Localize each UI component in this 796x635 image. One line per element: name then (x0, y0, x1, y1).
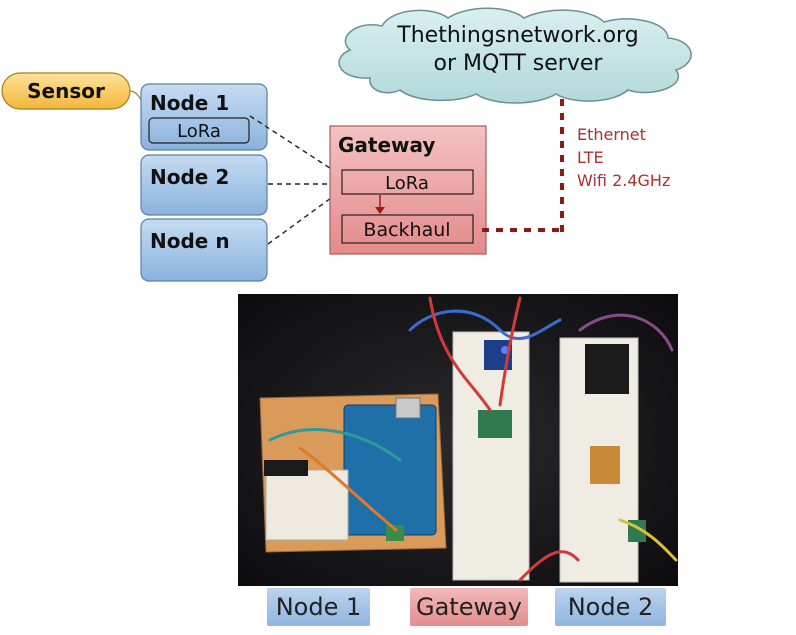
node-2-mcu (585, 344, 629, 394)
wire-red (428, 296, 492, 412)
photo-gateway (452, 331, 530, 581)
cloud: Thethingsnetwork.org or MQTT server (338, 7, 692, 104)
node-2-lora-module (590, 446, 620, 484)
node-n-label: Node n (150, 229, 230, 253)
cloud-line1: Thethingsnetwork.org (396, 23, 638, 48)
node-1-lora-box (148, 117, 250, 144)
usb-port (395, 397, 421, 419)
node-1-module (264, 460, 308, 476)
hardware-photo (238, 294, 678, 586)
wire-orange (298, 446, 398, 532)
gateway-backhaul-label: Backhaul (363, 219, 450, 241)
wire-red-3 (518, 550, 580, 582)
gateway-box: Gateway LoRa Backhaul (329, 125, 487, 255)
sensor-box: Sensor (1, 72, 131, 110)
gateway-lora-module (478, 410, 512, 438)
link-ethernet: Ethernet (577, 125, 646, 144)
wire-red-2 (498, 296, 522, 407)
wire-purple (578, 313, 674, 352)
gateway-lora-box (341, 169, 474, 195)
wire-blue (408, 309, 562, 341)
wire-yellow (618, 518, 678, 562)
photo-label-gateway: Gateway (410, 588, 528, 626)
photo-node-2 (559, 337, 646, 583)
gateway-breadboard (452, 331, 530, 581)
node-1-breadboard (265, 469, 349, 541)
gateway-title: Gateway (338, 133, 435, 157)
internal-arrow-head (375, 207, 385, 214)
photo-label-node-1: Node 1 (267, 588, 370, 626)
gateway-lora-label: LoRa (385, 173, 429, 194)
gateway-backhaul-box (341, 214, 474, 244)
node-n-box: Node n (140, 218, 268, 282)
link-node-1 (249, 115, 343, 177)
gateway-led (501, 346, 509, 354)
arduino-board (343, 404, 437, 536)
node-2-label: Node 2 (150, 165, 229, 189)
photo-wires (268, 296, 678, 582)
link-types: Ethernet LTE Wifi 2.4GHz (577, 125, 670, 190)
link-lte: LTE (577, 148, 604, 167)
node-1-label: Node 1 (150, 91, 229, 115)
link-wifi: Wifi 2.4GHz (577, 171, 670, 190)
node-1-lora-module (386, 525, 404, 541)
wire-teal (268, 428, 402, 462)
photo-label-node-2: Node 2 (555, 588, 666, 626)
backhaul-link (482, 98, 564, 232)
node-1-lora-label: LoRa (177, 121, 221, 142)
node-2-box: Node 2 (140, 154, 268, 216)
photo-node-1 (259, 393, 447, 553)
sensor-label: Sensor (27, 79, 105, 103)
node-1-box: Node 1 LoRa (140, 83, 268, 151)
cloud-line2: or MQTT server (434, 51, 604, 76)
